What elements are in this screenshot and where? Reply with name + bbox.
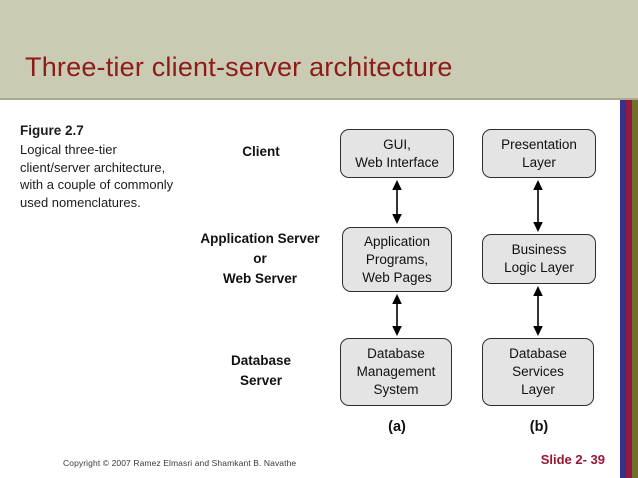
slide-number: Slide 2- 39 (540, 452, 605, 467)
box-application-programs: Application Programs, Web Pages (342, 227, 452, 292)
edge-stripe-maroon (626, 100, 632, 478)
figure-caption-line: Logical three-tier (20, 142, 117, 157)
slide-header-band: Three-tier client-server architecture (0, 0, 638, 100)
box-database-management-system: Database Management System (340, 338, 452, 406)
figure-caption-line: client/server architecture, (20, 159, 166, 175)
row-label-database-server: Database Server (230, 353, 292, 388)
row-label-client: Client (242, 144, 280, 159)
figure-caption-title: Figure 2.7 (20, 123, 84, 138)
row-label-application-server: Application Server or Web Server (200, 231, 320, 286)
edge-stripe-blue (620, 100, 626, 478)
edge-stripe-olive (632, 100, 638, 478)
vertical-double-arrow-icon (392, 294, 402, 336)
box-presentation-layer: Presentation Layer (482, 129, 596, 178)
figure-caption-line: with a couple of commonly (20, 177, 174, 192)
box-gui-web-interface: GUI, Web Interface (340, 129, 454, 178)
vertical-double-arrow-icon (533, 286, 543, 336)
figure-caption: Figure 2.7 Logical three-tier client/ser… (20, 123, 210, 211)
column-letter-a: (a) (388, 419, 406, 435)
copyright-text: Copyright © 2007 Ramez Elmasri and Shamk… (63, 458, 297, 468)
slide-title: Three-tier client-server architecture (25, 52, 453, 82)
box-database-services-layer: Database Services Layer (482, 338, 594, 406)
box-business-logic-layer: Business Logic Layer (482, 234, 596, 284)
figure-caption-line: used nomenclatures. (20, 194, 141, 210)
vertical-double-arrow-icon (392, 180, 402, 224)
vertical-double-arrow-icon (533, 180, 543, 232)
column-letter-b: (b) (529, 419, 549, 435)
